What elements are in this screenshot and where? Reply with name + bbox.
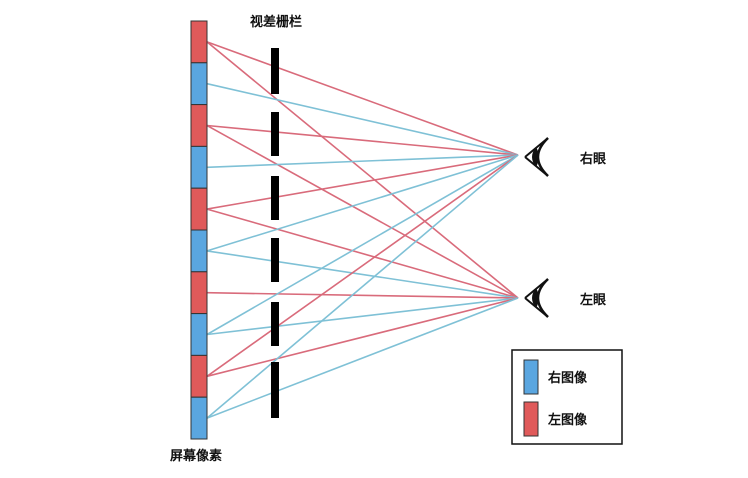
barrier-segment bbox=[271, 112, 279, 156]
right-image-ray bbox=[206, 154, 519, 336]
right-image-pixel bbox=[190, 396, 208, 440]
left-image-pixel bbox=[190, 187, 208, 231]
left-image-ray-cross bbox=[206, 41, 519, 156]
right-image-ray-cross bbox=[206, 250, 519, 299]
legend-right-image-label: 右图像 bbox=[547, 370, 588, 386]
left-image-ray-cross bbox=[206, 154, 519, 377]
left-image-ray bbox=[206, 208, 519, 299]
right-image-ray-cross bbox=[206, 297, 519, 419]
barrier-segment bbox=[271, 176, 279, 220]
left-image-pixel bbox=[190, 354, 208, 398]
left-eye-icon bbox=[524, 278, 549, 318]
right-image-pixel bbox=[190, 313, 208, 356]
screen-pixel-column bbox=[190, 20, 208, 440]
legend-swatch-left bbox=[523, 401, 539, 437]
right-eye-label: 右眼 bbox=[579, 151, 607, 167]
left-image-ray-cross bbox=[206, 124, 519, 156]
right-eye-icon bbox=[524, 137, 549, 177]
left-image-ray-cross bbox=[206, 154, 519, 210]
right-image-ray-cross bbox=[206, 297, 519, 336]
right-image-pixel bbox=[190, 62, 208, 106]
right-image-ray bbox=[206, 154, 519, 252]
parallax-barrier bbox=[271, 48, 279, 418]
legend-left-image-label: 左图像 bbox=[548, 412, 588, 428]
barrier-label: 视差栅栏 bbox=[250, 14, 302, 30]
right-image-ray bbox=[206, 154, 519, 169]
legend-swatch-right bbox=[523, 359, 539, 395]
barrier-segment bbox=[271, 302, 279, 346]
left-image-ray bbox=[206, 291, 519, 299]
left-image-ray bbox=[206, 41, 519, 299]
barrier-segment bbox=[271, 48, 279, 94]
screen-pixels-label: 屏幕像素 bbox=[170, 448, 222, 464]
barrier-segment bbox=[271, 238, 279, 282]
left-image-pixel bbox=[190, 271, 208, 315]
right-image-ray bbox=[206, 154, 519, 419]
left-image-ray bbox=[206, 124, 519, 299]
left-image-pixel bbox=[190, 20, 208, 64]
legend: 右图像 左图像 bbox=[511, 349, 623, 445]
light-rays bbox=[206, 41, 519, 419]
left-eye-label: 左眼 bbox=[580, 292, 607, 308]
left-image-ray bbox=[206, 297, 519, 378]
right-image-pixel bbox=[190, 145, 208, 189]
left-image-pixel bbox=[190, 104, 208, 147]
right-image-pixel bbox=[190, 229, 208, 273]
right-image-ray bbox=[206, 82, 519, 156]
barrier-segment bbox=[271, 362, 279, 418]
